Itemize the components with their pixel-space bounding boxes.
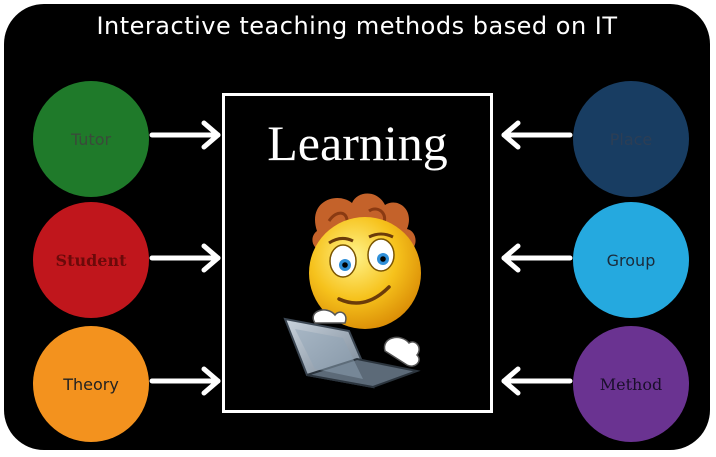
node-student: Student bbox=[33, 202, 149, 318]
arrows-layer bbox=[149, 120, 573, 396]
node-theory: Theory bbox=[33, 326, 149, 442]
node-group: Group bbox=[573, 202, 689, 318]
arrow-group-to-learning bbox=[501, 243, 573, 273]
arrow-tutor-to-learning bbox=[149, 120, 221, 150]
learning-title: Learning bbox=[267, 115, 448, 171]
diagram-panel: Interactive teaching methods based on IT… bbox=[4, 4, 710, 450]
arrow-theory-to-learning bbox=[149, 366, 221, 396]
smiley-with-laptop-icon bbox=[283, 193, 421, 389]
node-theory-label: Theory bbox=[63, 374, 119, 394]
node-student-label: Student bbox=[55, 250, 127, 270]
node-group-label: Group bbox=[606, 250, 656, 270]
arrow-method-to-learning bbox=[501, 366, 573, 396]
node-place: Place bbox=[573, 81, 689, 197]
arrow-place-to-learning bbox=[501, 120, 573, 150]
node-place-label: Place bbox=[609, 129, 653, 149]
node-method-label: Method bbox=[599, 374, 663, 394]
node-method: Method bbox=[573, 326, 689, 442]
node-tutor-label: Tutor bbox=[70, 129, 112, 149]
node-tutor: Tutor bbox=[33, 81, 149, 197]
learning-box: Learning bbox=[222, 93, 493, 413]
arrow-student-to-learning bbox=[149, 243, 221, 273]
diagram-title: Interactive teaching methods based on IT bbox=[96, 12, 618, 40]
